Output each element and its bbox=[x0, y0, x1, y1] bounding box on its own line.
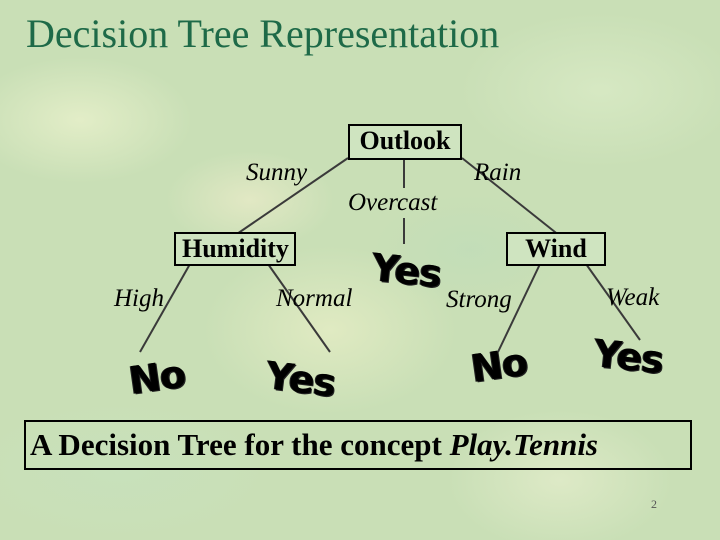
edge-label-high: High bbox=[114, 285, 164, 312]
leaf-weak-yes: Yes bbox=[591, 331, 666, 383]
node-humidity: Humidity bbox=[174, 232, 296, 266]
edge-label-weak: Weak bbox=[606, 284, 660, 311]
caption-box: A Decision Tree for the concept Play.Ten… bbox=[24, 420, 692, 470]
leaf-overcast-yes: Yes bbox=[369, 245, 444, 297]
caption-concept: Play.Tennis bbox=[449, 427, 598, 462]
edge-weak bbox=[585, 263, 641, 341]
edge-rain bbox=[461, 157, 561, 237]
leaf-high-no: No bbox=[126, 351, 188, 403]
edge-label-normal: Normal bbox=[276, 285, 353, 312]
edge-strong bbox=[497, 263, 541, 353]
edge-sunny bbox=[233, 157, 349, 237]
node-wind: Wind bbox=[506, 232, 606, 266]
edge-label-rain: Rain bbox=[474, 159, 522, 186]
leaf-normal-yes: Yes bbox=[263, 353, 338, 406]
leaf-strong-no: No bbox=[468, 339, 530, 391]
edge-high bbox=[139, 263, 191, 353]
edge-label-strong: Strong bbox=[446, 286, 512, 313]
edge-label-overcast: Overcast bbox=[348, 189, 438, 216]
node-outlook: Outlook bbox=[348, 124, 462, 160]
edge-normal bbox=[267, 263, 331, 353]
page-number: 2 bbox=[651, 497, 657, 511]
slide-title: Decision Tree Representation bbox=[26, 11, 500, 56]
edge-label-sunny: Sunny bbox=[246, 159, 308, 186]
caption-prefix: A Decision Tree for the concept bbox=[30, 427, 450, 462]
